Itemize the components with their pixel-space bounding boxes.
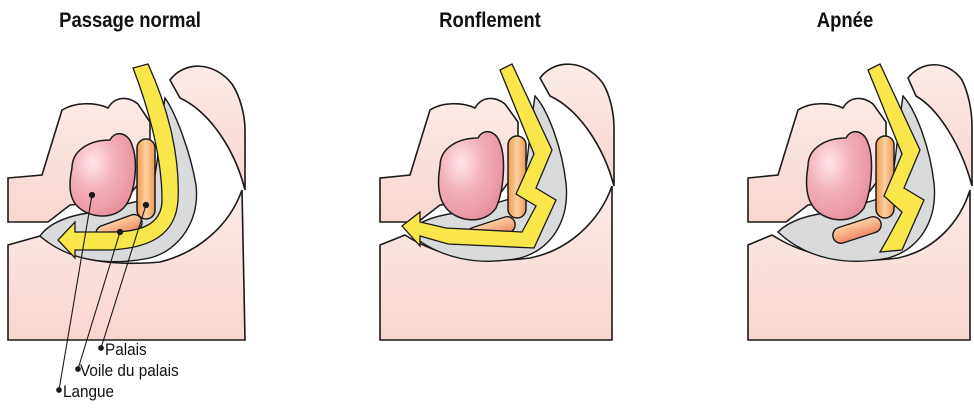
label-palais: Palais — [105, 340, 147, 360]
panel-apnea — [748, 64, 972, 340]
panel-snoring — [380, 64, 614, 340]
label-langue: Langue — [63, 382, 114, 402]
label-voile-du-palais: Voile du palais — [80, 361, 179, 381]
soft-palate — [876, 136, 894, 218]
